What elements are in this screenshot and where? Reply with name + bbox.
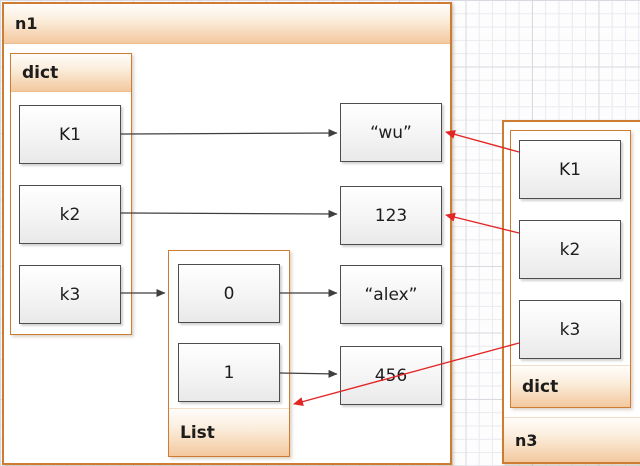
node-k3-left-label: k3 (59, 284, 81, 305)
node-123[interactable]: 123 (340, 186, 442, 245)
list-header: List (169, 408, 289, 456)
node-k1-left-label: K1 (59, 124, 81, 145)
node-k3-left[interactable]: k3 (19, 265, 121, 324)
node-index-0[interactable]: 0 (178, 264, 280, 323)
node-k3-right[interactable]: k3 (519, 300, 621, 359)
node-index-1-label: 1 (223, 362, 235, 383)
node-k1-right-label: K1 (559, 159, 581, 180)
node-k2-left[interactable]: k2 (19, 185, 121, 244)
node-wu[interactable]: “wu” (340, 103, 442, 162)
node-alex[interactable]: “alex” (340, 265, 442, 324)
n3-label: n3 (515, 430, 538, 450)
dict-left-label: dict (22, 62, 59, 83)
dict-right-label: dict (522, 376, 559, 397)
node-456[interactable]: 456 (340, 346, 442, 405)
node-alex-label: “alex” (364, 284, 418, 305)
node-k2-left-label: k2 (59, 204, 81, 225)
node-wu-label: “wu” (370, 122, 412, 143)
node-k1-left[interactable]: K1 (19, 105, 121, 164)
n3-header: n3 (504, 417, 640, 462)
list-label: List (180, 422, 215, 443)
dict-left-header: dict (11, 54, 131, 92)
node-456-label: 456 (374, 365, 408, 386)
node-index-1[interactable]: 1 (178, 343, 280, 402)
node-123-label: 123 (374, 205, 408, 226)
node-k2-right[interactable]: k2 (519, 220, 621, 279)
node-k1-right[interactable]: K1 (519, 140, 621, 199)
node-k3-right-label: k3 (559, 319, 581, 340)
dict-right-header: dict (511, 365, 630, 407)
n1-header: n1 (4, 4, 450, 44)
node-index-0-label: 0 (223, 283, 235, 304)
n1-label: n1 (15, 14, 38, 33)
node-k2-right-label: k2 (559, 239, 581, 260)
